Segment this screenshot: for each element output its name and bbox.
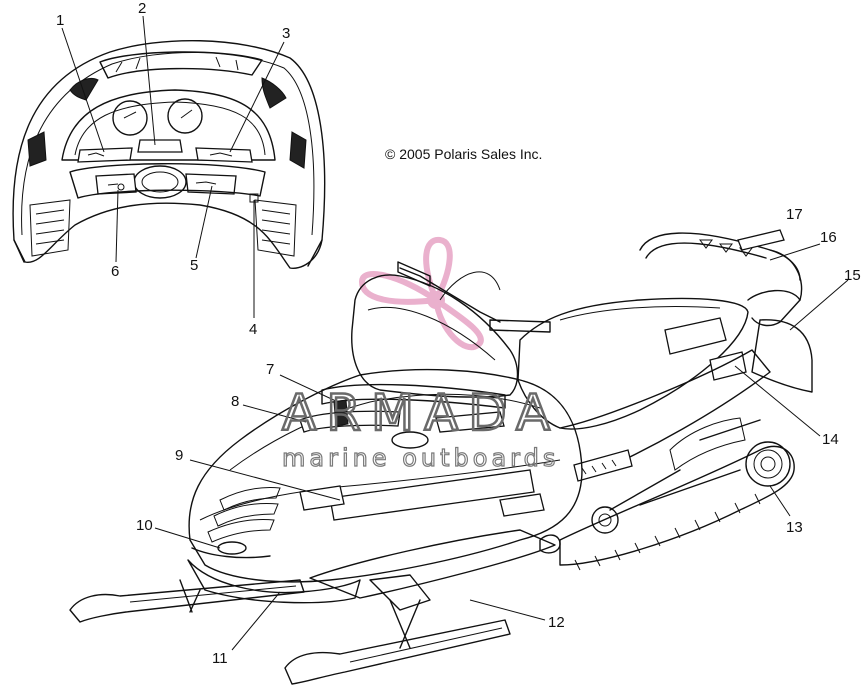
callout-13: 13 [786, 519, 803, 536]
callout-8: 8 [231, 393, 239, 410]
watermark-tagline: marine outboards [282, 444, 559, 472]
callout-11: 11 [212, 650, 228, 667]
callout-9: 9 [175, 447, 183, 464]
callout-4: 4 [249, 321, 257, 338]
callout-1: 1 [56, 12, 64, 29]
callout-15: 15 [844, 267, 861, 284]
callout-12: 12 [548, 614, 565, 631]
hood-console-drawing [12, 40, 326, 269]
callout-2: 2 [138, 0, 146, 17]
propeller-logo-icon [358, 236, 484, 351]
snowmobile-drawing [69, 232, 813, 685]
callout-16: 16 [820, 229, 837, 246]
decal-strip-17 [737, 229, 785, 251]
callout-10: 10 [136, 517, 153, 534]
callout-3: 3 [282, 25, 290, 42]
callout-6: 6 [111, 263, 119, 280]
callout-7: 7 [266, 361, 274, 378]
leader-lines [61, 15, 849, 651]
watermark-brand: ARMADA [282, 384, 560, 442]
copyright-text: © 2005 Polaris Sales Inc. [385, 146, 542, 162]
callout-17: 17 [786, 206, 803, 223]
callout-14: 14 [822, 431, 839, 448]
callout-5: 5 [190, 257, 198, 274]
